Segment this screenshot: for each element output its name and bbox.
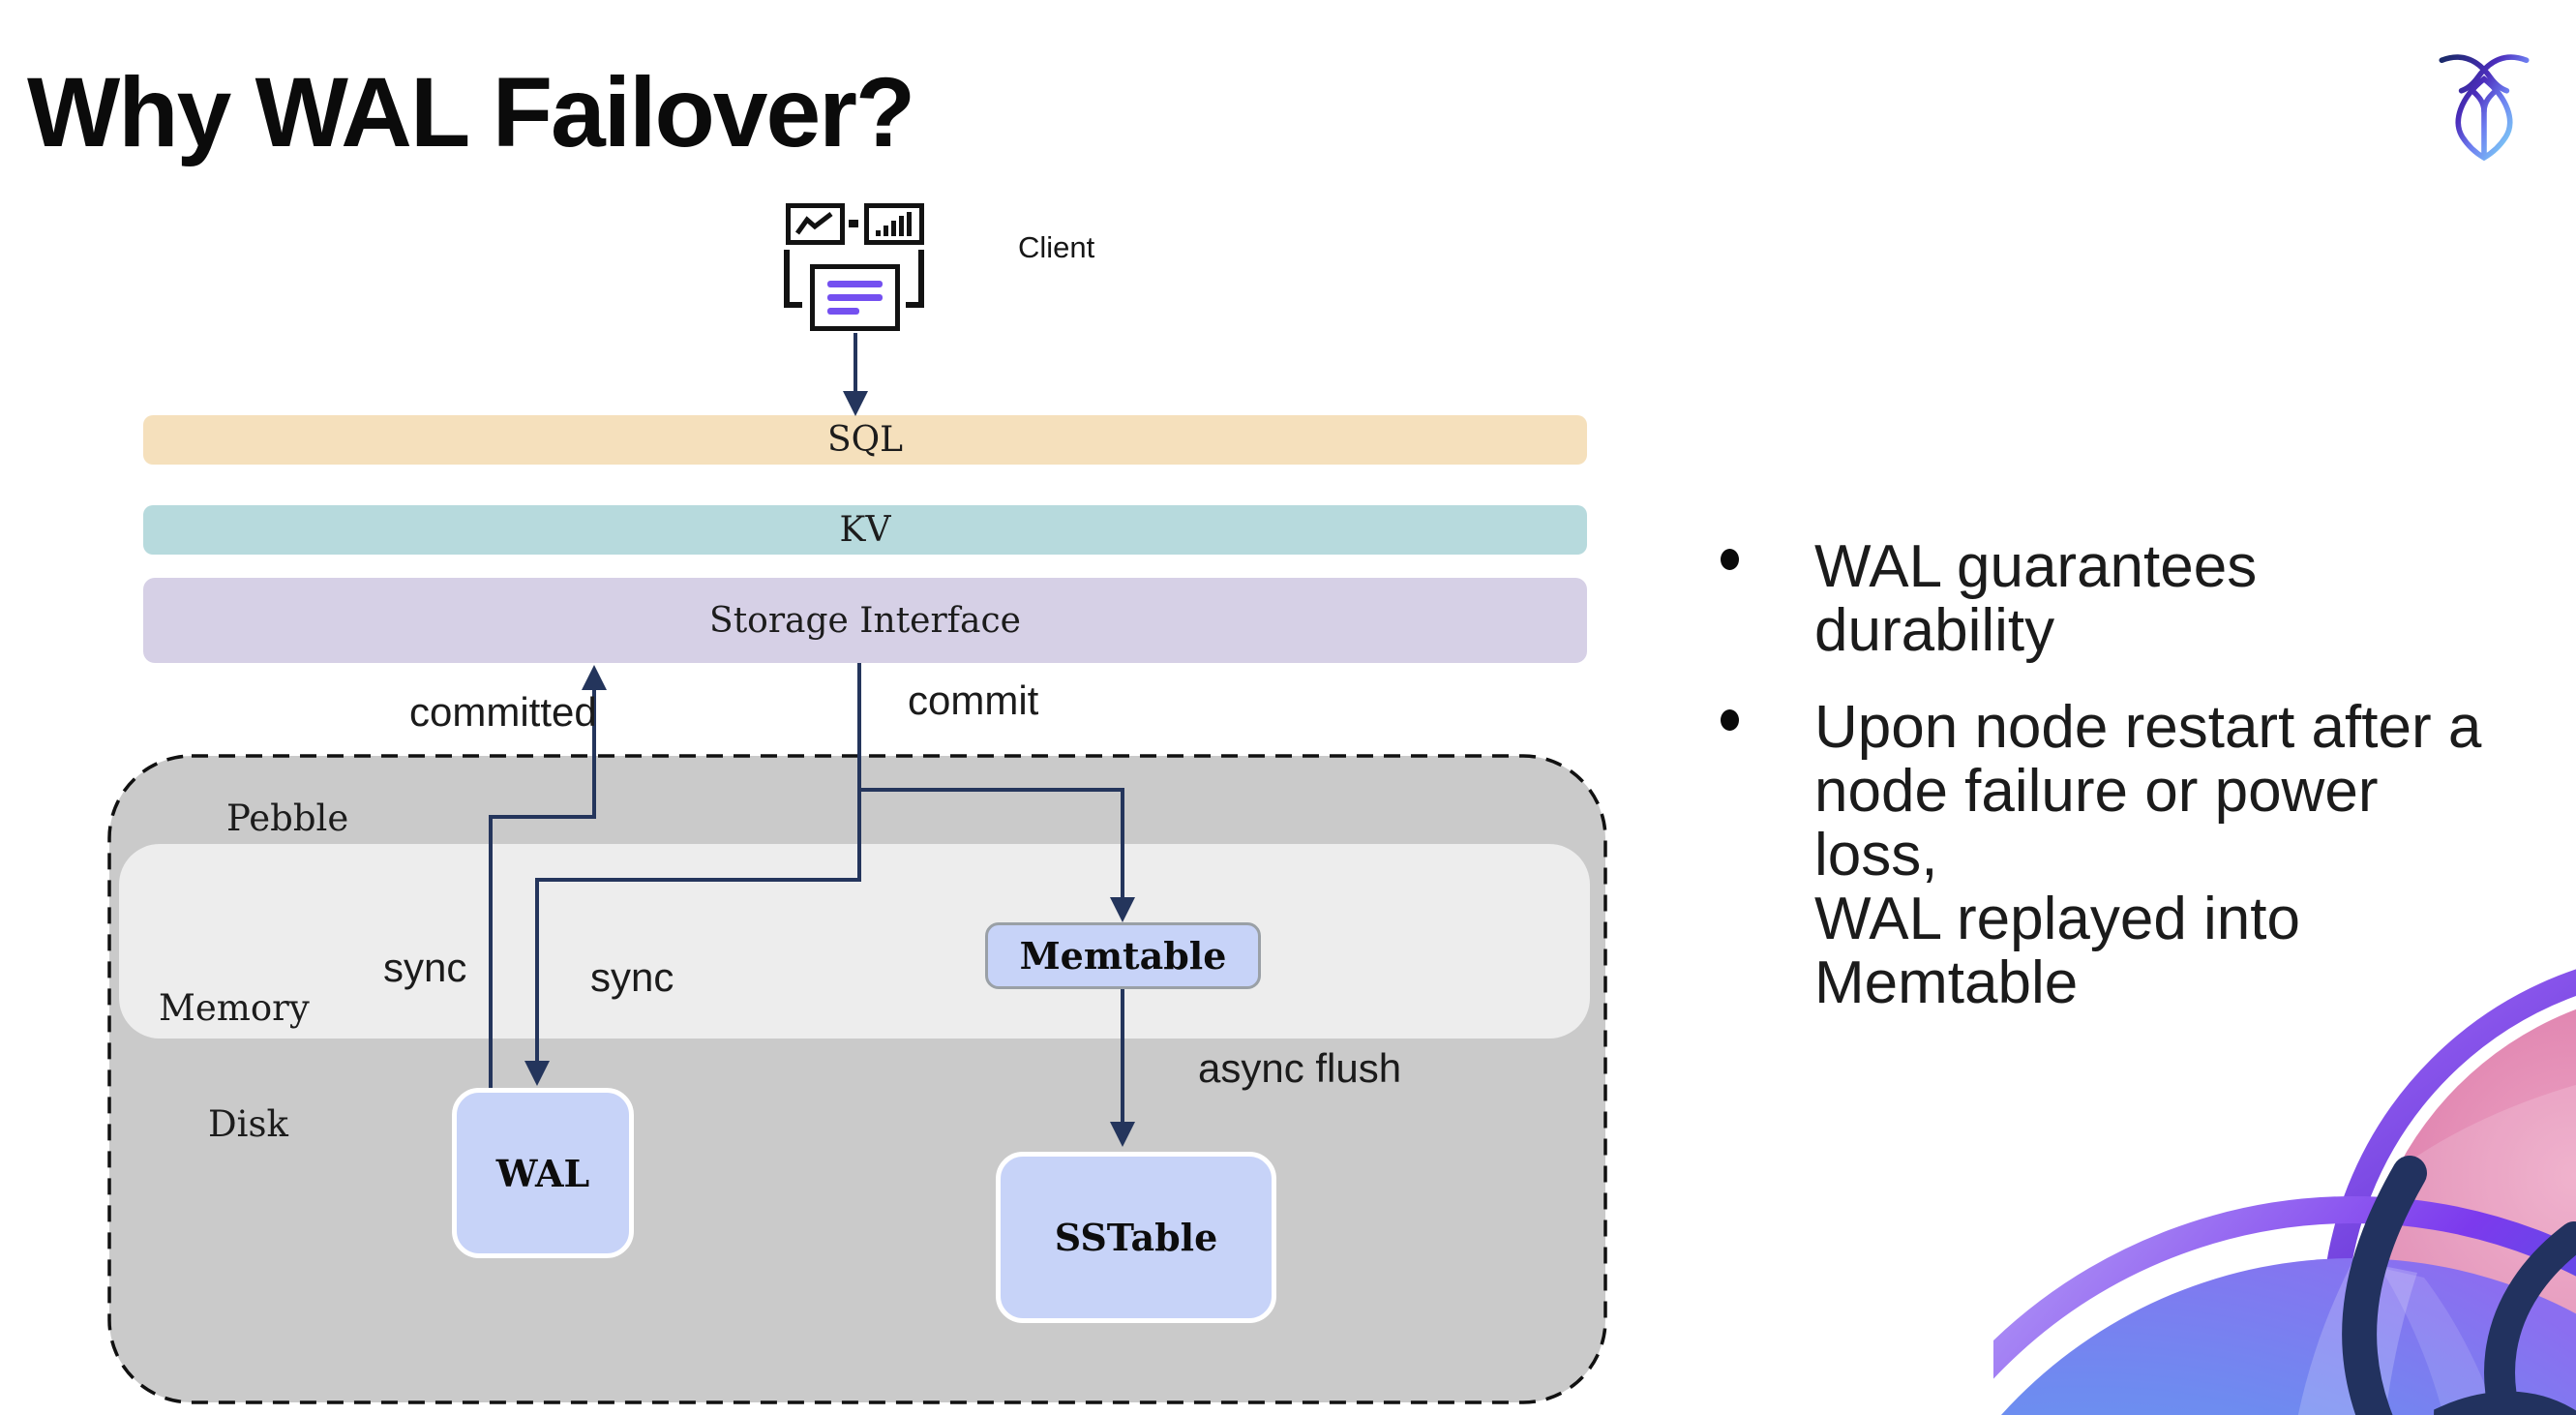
layer-sql-label: SQL: [826, 420, 904, 460]
line-chart-icon: [786, 203, 845, 245]
sstable-node-label: SSTable: [1054, 1216, 1218, 1259]
wal-sync-arrowhead-icon: [524, 1061, 550, 1086]
flush-line-v: [1121, 989, 1124, 1123]
bracket-left-icon: [784, 250, 802, 308]
sync-right-label: sync: [590, 954, 674, 1000]
layer-kv-label: KV: [839, 510, 891, 550]
bracket-right-icon: [906, 250, 924, 308]
commit-label: commit: [908, 677, 1039, 723]
commit-branch-h: [857, 788, 1124, 792]
bullet-text: WAL guarantees durability: [1814, 533, 2258, 664]
disk-label: Disk: [208, 1103, 288, 1145]
sync-left-label: sync: [383, 945, 467, 990]
committed-line-v-up: [592, 689, 596, 819]
client-arrowhead-icon: [843, 391, 868, 416]
layer-kv: KV: [143, 505, 1587, 555]
sstable-node: SSTable: [996, 1152, 1276, 1323]
dash-connector: [849, 220, 858, 227]
layer-storage-interface: Storage Interface: [143, 578, 1587, 663]
bullet-list: WAL guarantees durability Upon node rest…: [1713, 535, 2497, 1048]
page-title: Why WAL Failover?: [27, 57, 915, 167]
async-flush-label: async flush: [1198, 1045, 1402, 1091]
wal-node: WAL: [452, 1088, 634, 1258]
memory-label: Memory: [159, 987, 310, 1029]
commit-line-h-left: [539, 878, 861, 882]
sstable-arrowhead-icon: [1110, 1122, 1135, 1147]
memtable-node-label: Memtable: [1019, 934, 1227, 978]
committed-arrowhead-icon: [582, 665, 607, 690]
layer-sql: SQL: [143, 415, 1587, 465]
committed-label: committed: [409, 689, 597, 735]
document-icon: [810, 264, 900, 331]
layer-storage-label: Storage Interface: [709, 600, 1021, 641]
cockroachdb-logo-icon: [2439, 46, 2530, 163]
memory-band: [119, 844, 1590, 1039]
client-label: Client: [1018, 230, 1095, 264]
committed-line-elbow: [489, 815, 596, 819]
memtable-arrowhead-icon: [1110, 897, 1135, 922]
bullet-text: Upon node restart after a node failure o…: [1814, 694, 2482, 1016]
bullet-item: WAL guarantees durability: [1713, 535, 2497, 663]
wal-node-label: WAL: [495, 1151, 590, 1195]
committed-line-v-from-wal: [489, 815, 493, 1088]
bar-chart-icon: [864, 203, 924, 245]
client-to-sql-arrow: [854, 333, 857, 393]
commit-branch-v: [1121, 788, 1124, 898]
pebble-label: Pebble: [226, 798, 349, 839]
memtable-node: Memtable: [985, 922, 1261, 989]
commit-line-v-to-wal: [535, 878, 539, 1062]
brand-artwork: [1993, 968, 2576, 1415]
commit-line-v: [857, 663, 861, 882]
bullet-item: Upon node restart after a node failure o…: [1713, 696, 2497, 1015]
